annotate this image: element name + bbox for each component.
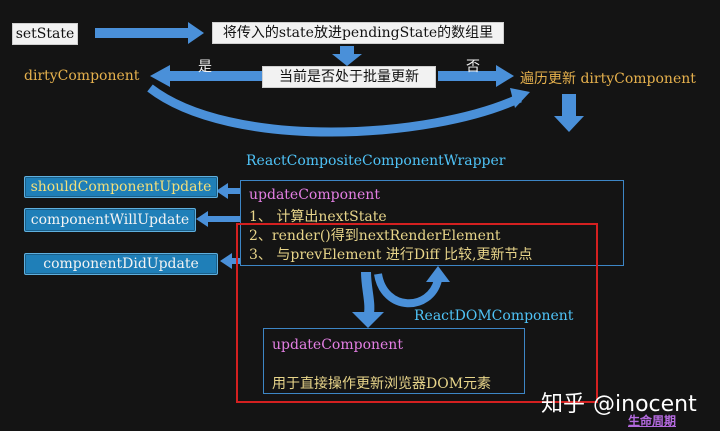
arrow-pending-to-question bbox=[332, 46, 362, 66]
arrow-traverse-down bbox=[554, 94, 584, 132]
update-step-2: 2、render()得到nextRenderElement bbox=[249, 228, 501, 244]
arrow-dirty-to-traverse-curve bbox=[147, 84, 522, 137]
update-step-3: 3、 与prevElement 进行Diff 比较,更新节点 bbox=[249, 247, 533, 263]
should-component-update-pill: shouldComponentUpdate bbox=[24, 176, 218, 198]
arrow-question-to-traverse bbox=[438, 65, 514, 87]
dom-panel-description: 用于直接操作更新浏览器DOM元素 bbox=[272, 376, 492, 392]
component-will-update-pill: componentWillUpdate bbox=[24, 208, 196, 232]
zhihu-logo: 知乎 bbox=[541, 392, 586, 417]
update-panel-title: updateComponent bbox=[249, 187, 380, 203]
arrow-will-update bbox=[196, 211, 240, 227]
arrow-to-dom-panel-head bbox=[352, 312, 384, 328]
dirty-component-label: dirtyComponent bbox=[24, 68, 140, 84]
update-component-panel: updateComponent 1、 计算出nextState 2、render… bbox=[240, 180, 624, 266]
traverse-dirty-label: 遍历更新 dirtyComponent bbox=[520, 71, 696, 87]
pending-state-box: 将传入的state放进pendingState的数组里 bbox=[212, 22, 504, 44]
setstate-label: setState bbox=[15, 26, 75, 42]
will-update-label: componentWillUpdate bbox=[30, 212, 190, 228]
lifecycle-footer-link[interactable]: 生命周期 bbox=[628, 414, 677, 428]
yes-label: 是 bbox=[198, 59, 212, 75]
watermark: 知乎 @inocent bbox=[541, 386, 697, 418]
batch-question-label: 当前是否处于批量更新 bbox=[279, 69, 419, 85]
dom-panel-title: updateComponent bbox=[272, 337, 403, 353]
setstate-box: setState bbox=[12, 23, 78, 45]
no-label: 否 bbox=[466, 59, 480, 75]
batch-question-box: 当前是否处于批量更新 bbox=[262, 66, 436, 88]
wrapper-title: ReactCompositeComponentWrapper bbox=[246, 153, 506, 169]
arrow-question-to-dirty bbox=[150, 65, 262, 87]
should-update-label: shouldComponentUpdate bbox=[30, 179, 212, 195]
arrow-curve-head bbox=[510, 88, 530, 108]
arrow-should-update bbox=[216, 183, 240, 199]
arrow-did-update bbox=[220, 253, 240, 269]
pending-state-label: 将传入的state放进pendingState的数组里 bbox=[222, 25, 494, 41]
arrow-setstate-to-pending bbox=[95, 22, 204, 44]
update-step-1: 1、 计算出nextState bbox=[249, 209, 387, 225]
highlight-frame bbox=[236, 223, 598, 403]
dom-update-panel: updateComponent 用于直接操作更新浏览器DOM元素 bbox=[263, 328, 525, 394]
arrow-dom-return-curve bbox=[374, 273, 442, 308]
did-update-label: componentDidUpdate bbox=[43, 256, 199, 272]
dom-component-label: ReactDOMComponent bbox=[414, 308, 574, 324]
component-did-update-pill: componentDidUpdate bbox=[24, 253, 218, 275]
arrow-dom-return-head bbox=[426, 266, 450, 282]
watermark-handle: @inocent bbox=[593, 392, 697, 417]
